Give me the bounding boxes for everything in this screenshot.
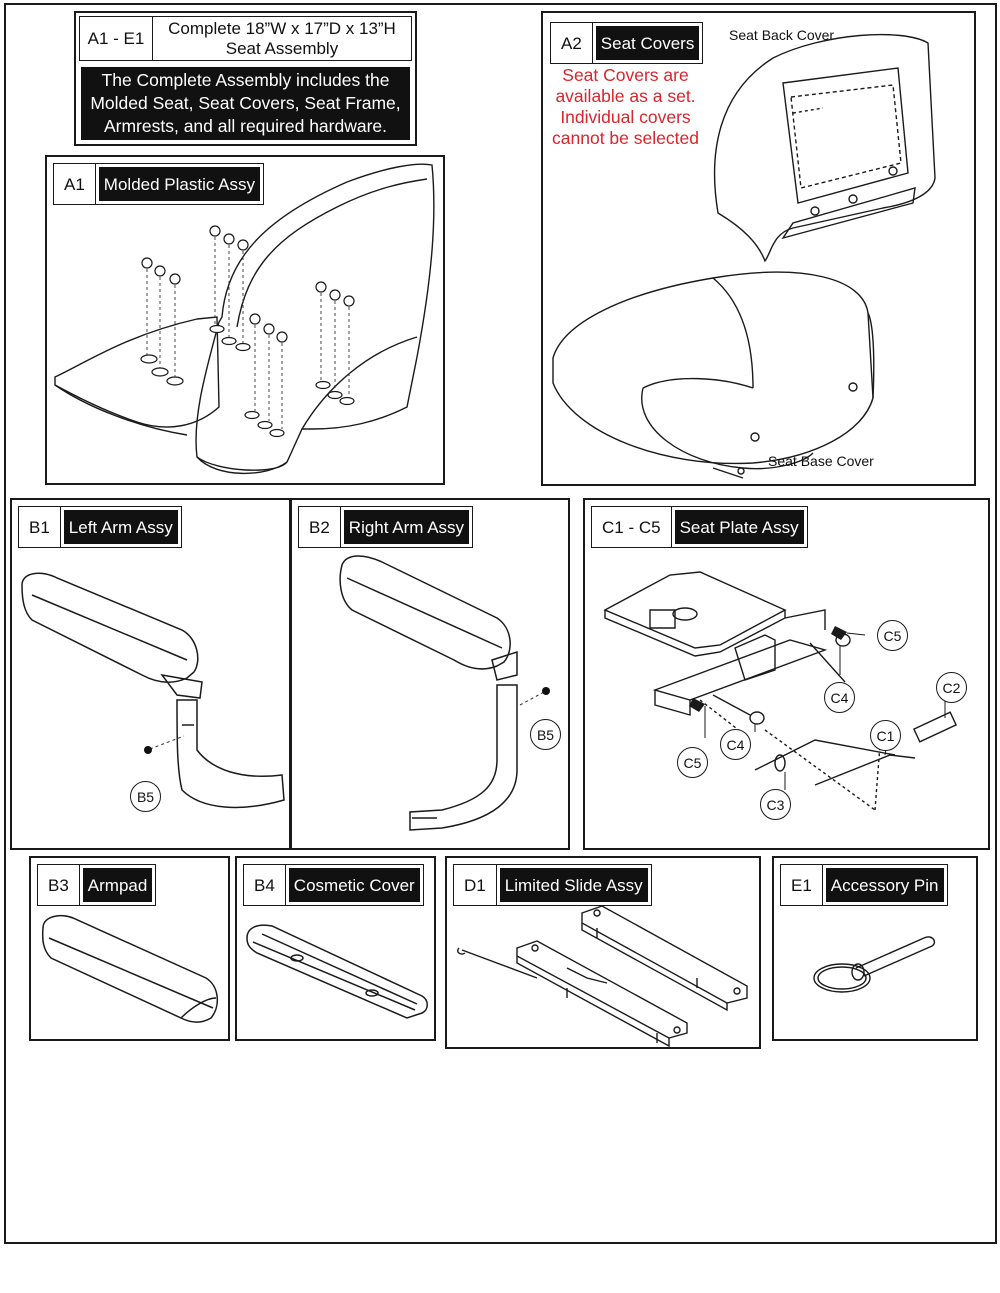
seat-covers-note: Seat Covers are available as a set. Indi… [543, 65, 708, 149]
label-a1-name: Molded Plastic Assy [98, 167, 260, 201]
label-e1-code: E1 [781, 865, 823, 905]
seat-covers-note-line3: Individual covers [560, 107, 691, 127]
panel-d1: D1 Limited Slide Assy [445, 856, 761, 1049]
label-b1-name: Left Arm Assy [63, 510, 178, 544]
seat-covers-note-line2: available as a set. [555, 86, 696, 106]
callout-c4-bottom: C4 [720, 729, 751, 760]
armpad-illustration [31, 858, 228, 1039]
label-b1: B1 Left Arm Assy [18, 506, 182, 548]
panel-a1: A1 Molded Plastic Assy [45, 155, 445, 485]
panel-b1: B1 Left Arm Assy B5 [10, 498, 291, 850]
label-b3: B3 Armpad [37, 864, 157, 906]
assembly-note: The Complete Assembly includes the Molde… [81, 67, 410, 140]
label-e1-name: Accessory Pin [825, 868, 944, 902]
seat-covers-note-line1: Seat Covers are [562, 65, 689, 85]
label-c: C1 - C5 Seat Plate Assy [591, 506, 808, 548]
label-d1: D1 Limited Slide Assy [453, 864, 652, 906]
panel-b3: B3 Armpad [29, 856, 230, 1041]
assembly-title-line2: Seat Assembly [225, 39, 339, 58]
panel-a2: A2 Seat Covers Seat Back Cover Seat Cove… [541, 11, 976, 486]
assembly-code: A1 - E1 [79, 16, 153, 61]
accessory-pin-illustration [774, 858, 976, 1039]
label-a2: A2 Seat Covers [550, 22, 704, 64]
assembly-title: Complete 18”W x 17”D x 13”H Seat Assembl… [153, 16, 412, 61]
seat-back-cover-label: Seat Back Cover [729, 27, 835, 43]
label-a2-code: A2 [551, 23, 593, 63]
assembly-title-line1: Complete 18”W x 17”D x 13”H [168, 19, 396, 38]
label-d1-code: D1 [454, 865, 497, 905]
label-b2-name: Right Arm Assy [343, 510, 470, 544]
label-c-code: C1 - C5 [592, 507, 672, 547]
label-b4: B4 Cosmetic Cover [243, 864, 424, 906]
callout-b5-right: B5 [530, 719, 561, 750]
label-b4-code: B4 [244, 865, 286, 905]
label-e1: E1 Accessory Pin [780, 864, 948, 906]
label-b1-code: B1 [19, 507, 61, 547]
panel-b2: B2 Right Arm Assy B5 [290, 498, 570, 850]
label-a1: A1 Molded Plastic Assy [53, 163, 264, 205]
panel-c: C1 - C5 Seat Plate Assy [583, 498, 990, 850]
assembly-note-line3: Armrests, and all required hardware. [103, 116, 388, 136]
label-b3-name: Armpad [82, 868, 153, 902]
callout-c4-top: C4 [824, 682, 855, 713]
label-d1-name: Limited Slide Assy [499, 868, 648, 902]
assembly-note-line1: The Complete Assembly includes the [101, 70, 390, 90]
label-b4-name: Cosmetic Cover [288, 868, 420, 902]
assembly-header-box: A1 - E1 Complete 18”W x 17”D x 13”H Seat… [74, 11, 417, 146]
seat-plate-illustration [585, 500, 988, 848]
callout-b5-left: B5 [130, 781, 161, 812]
callout-c1: C1 [870, 720, 901, 751]
label-a2-name: Seat Covers [595, 26, 700, 60]
seat-covers-note-line4: cannot be selected [552, 128, 699, 148]
seat-base-cover-label: Seat Base Cover [768, 453, 874, 469]
label-c-name: Seat Plate Assy [674, 510, 804, 544]
left-arm-illustration [12, 500, 289, 848]
label-a1-code: A1 [54, 164, 96, 204]
label-b2: B2 Right Arm Assy [298, 506, 474, 548]
cosmetic-cover-illustration [237, 858, 434, 1039]
right-arm-illustration [292, 500, 550, 848]
callout-c2: C2 [936, 672, 967, 703]
panel-e1: E1 Accessory Pin [772, 856, 978, 1041]
assembly-note-line2: Molded Seat, Seat Covers, Seat Frame, [90, 93, 401, 113]
callout-c3: C3 [760, 789, 791, 820]
callout-c5-top: C5 [877, 620, 908, 651]
molded-seat-illustration [47, 157, 443, 483]
seat-covers-illustration [543, 13, 974, 484]
panel-b4: B4 Cosmetic Cover [235, 856, 436, 1041]
label-b2-code: B2 [299, 507, 341, 547]
label-b3-code: B3 [38, 865, 80, 905]
limited-slide-illustration [447, 858, 759, 1047]
callout-c5-bottom: C5 [677, 747, 708, 778]
